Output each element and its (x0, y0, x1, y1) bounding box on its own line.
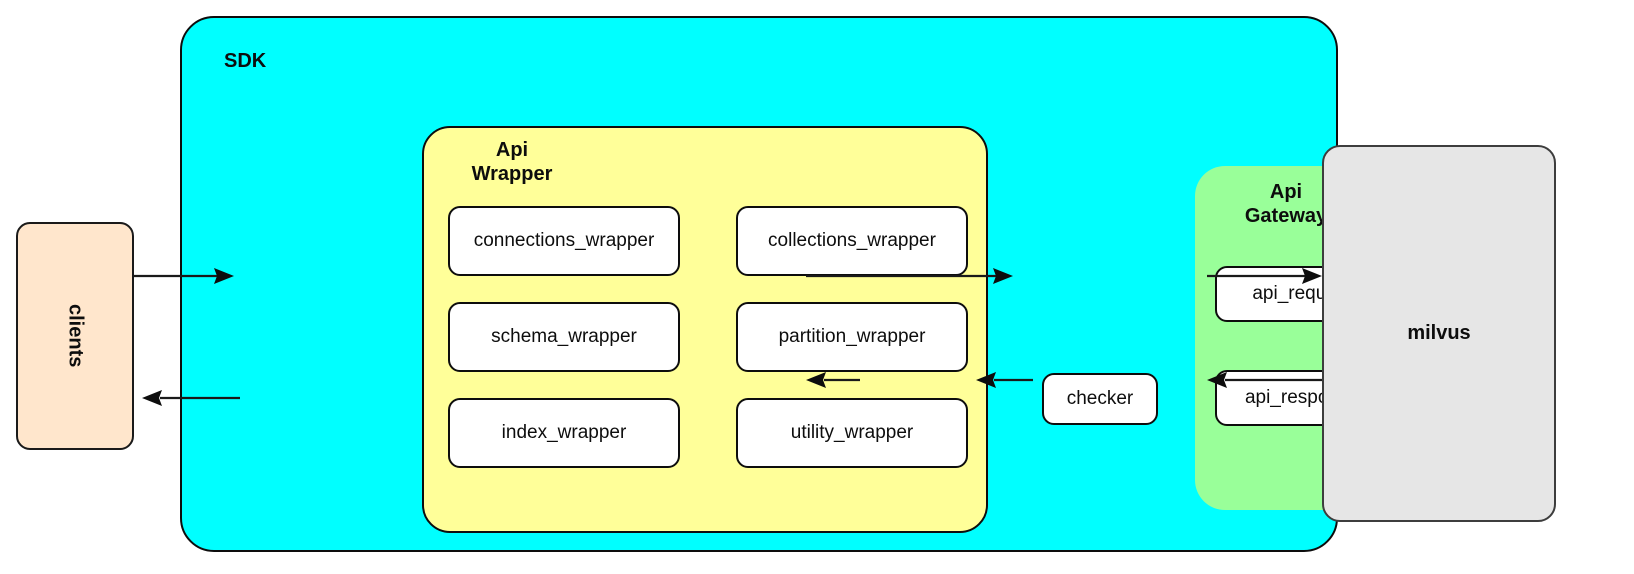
connector-api-wrapper-to-clients (142, 390, 240, 406)
sdk-container[interactable]: SDK Api Wrapper connections_wrapper coll… (180, 16, 1419, 552)
connector-api-wrapper-to-api-gateway (806, 268, 1013, 284)
connector-api-response-to-checker (976, 372, 1033, 388)
partition-wrapper-node[interactable]: partition_wrapper (736, 302, 968, 372)
clients-label: clients (64, 304, 87, 368)
utility-wrapper-node[interactable]: utility_wrapper (736, 398, 968, 468)
checker-node[interactable]: checker (1042, 373, 1158, 425)
api-gateway-label: Api Gateway (1211, 180, 1361, 229)
api-gateway-label-line2: Gateway (1244, 205, 1328, 228)
api-gateway-label-line1: Api (1269, 181, 1303, 203)
connector-checker-to-api-wrapper (806, 372, 860, 388)
api-wrapper-label: Api Wrapper (442, 138, 582, 187)
api-wrapper-label-line1: Api (495, 139, 529, 161)
api-wrapper-label-line2: Wrapper (471, 163, 553, 186)
schema-wrapper-node[interactable]: schema_wrapper (448, 302, 680, 372)
index-wrapper-node[interactable]: index_wrapper (448, 398, 680, 468)
clients-node[interactable]: clients (16, 222, 134, 450)
connector-milvus-to-api-response (1207, 372, 1322, 388)
milvus-node[interactable]: milvus (1322, 145, 1556, 522)
connector-clients-to-api-wrapper (134, 268, 234, 284)
connector-api-request-to-milvus (1207, 268, 1322, 284)
connections-wrapper-node[interactable]: connections_wrapper (448, 206, 680, 276)
sdk-label: SDK (224, 50, 267, 72)
api-wrapper-container[interactable]: Api Wrapper connections_wrapper collecti… (422, 126, 988, 533)
collections-wrapper-node[interactable]: collections_wrapper (736, 206, 968, 276)
